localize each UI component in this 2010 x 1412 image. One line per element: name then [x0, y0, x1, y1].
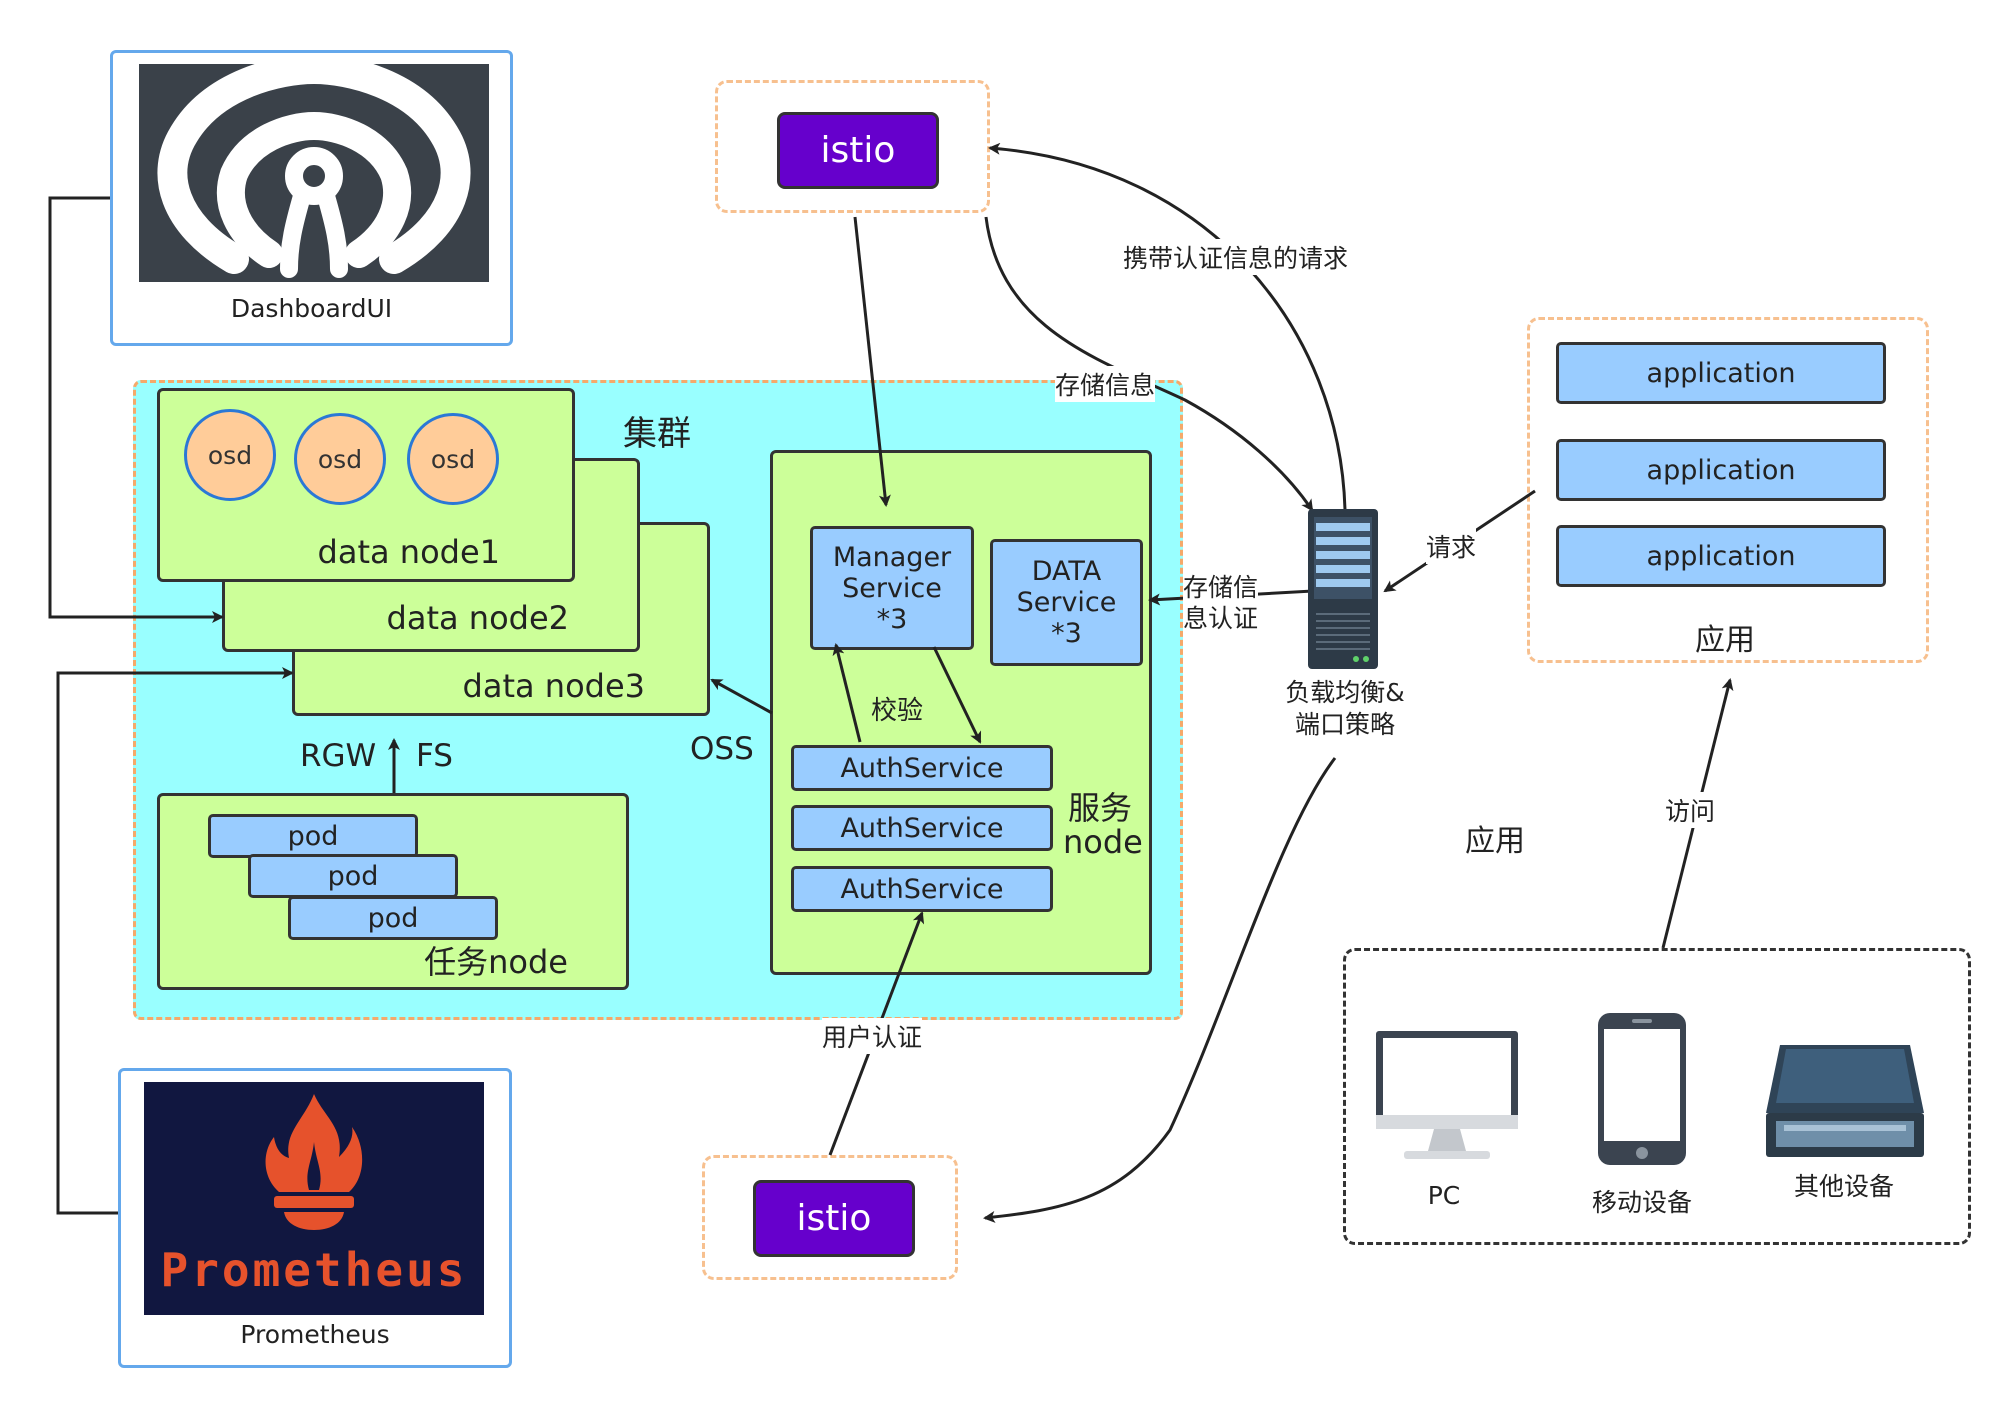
- edge-label-access: 访问: [1665, 792, 1716, 828]
- pod-3[interactable]: pod: [288, 896, 498, 940]
- edge-label-store-info: 存储信息: [1055, 366, 1156, 402]
- load-balancer-label-2: 端口策略: [1294, 710, 1395, 739]
- dashboard-card: DashboardUI: [110, 50, 513, 346]
- edge-label-store-auth-2: 息认证: [1183, 599, 1259, 635]
- pod-1[interactable]: pod: [208, 814, 418, 858]
- prometheus-flame-icon: [265, 1094, 363, 1230]
- auth-service-3[interactable]: AuthService: [791, 866, 1053, 912]
- manager-service-line1: Manager: [832, 541, 952, 573]
- server-rack-icon: [1306, 509, 1380, 669]
- data-node1-label: data node1: [317, 533, 500, 571]
- task-node-label: 任务node: [424, 943, 568, 981]
- device-label-mobile: 移动设备: [1591, 1188, 1692, 1217]
- cluster-title: 集群: [623, 414, 691, 454]
- istio-bottom-container: [702, 1155, 958, 1280]
- data-service-line1: DATA: [1031, 556, 1102, 587]
- verify-label: 校验: [871, 696, 924, 726]
- dashboard-caption: DashboardUI: [230, 294, 393, 323]
- applications-caption: 应用: [1695, 623, 1755, 658]
- load-balancer-label-1: 负载均衡&: [1285, 678, 1405, 707]
- fs-label: FS: [416, 738, 453, 774]
- prometheus-logo: Prometheus: [144, 1082, 484, 1315]
- floating-app-label: 应用: [1465, 824, 1525, 859]
- device-label-pc: PC: [1427, 1181, 1461, 1210]
- edge-label-user-auth: 用户认证: [822, 1018, 923, 1054]
- application-3[interactable]: application: [1556, 525, 1886, 587]
- prometheus-card: Prometheus Prometheus: [118, 1068, 512, 1368]
- pod-2[interactable]: pod: [248, 854, 458, 898]
- data-node3-label: data node3: [462, 667, 645, 705]
- manager-service[interactable]: Manager Service *3: [810, 526, 974, 650]
- data-node1[interactable]: osd osd osd data node1: [157, 388, 575, 582]
- istio-top[interactable]: istio: [777, 112, 939, 189]
- devices-container: PC 移动设备 其他设备: [1343, 948, 1971, 1245]
- data-service[interactable]: DATA Service *3: [990, 539, 1143, 666]
- osd-disk-3[interactable]: osd: [407, 413, 499, 505]
- osd-disk-2[interactable]: osd: [294, 413, 386, 505]
- prometheus-logo-text: Prometheus: [160, 1243, 468, 1297]
- osd-disk-1[interactable]: osd: [184, 409, 276, 501]
- prometheus-caption: Prometheus: [240, 1320, 390, 1349]
- edge-label-carry-auth-request: 携带认证信息的请求: [1123, 239, 1349, 275]
- manager-service-line3: *3: [876, 603, 908, 635]
- ceph-logo-icon: [139, 53, 489, 282]
- data-node2-label: data node2: [386, 599, 569, 637]
- data-service-line2: Service: [1016, 587, 1117, 618]
- smartphone-icon: [1596, 1011, 1688, 1167]
- task-node[interactable]: pod pod pod 任务node: [157, 793, 629, 990]
- auth-service-1[interactable]: AuthService: [791, 745, 1053, 791]
- service-node[interactable]: Manager Service *3 DATA Service *3 校验 Au…: [770, 450, 1152, 975]
- service-node-label-2: node: [1063, 823, 1143, 861]
- istio-bottom[interactable]: istio: [753, 1180, 915, 1257]
- device-label-other: 其他设备: [1793, 1172, 1894, 1201]
- oss-label: OSS: [690, 731, 754, 767]
- applications-container: application application application 应用: [1527, 317, 1929, 663]
- edge-label-request: 请求: [1426, 528, 1477, 564]
- application-1[interactable]: application: [1556, 342, 1886, 404]
- data-service-line3: *3: [1051, 618, 1082, 649]
- scanner-icon: [1764, 1043, 1928, 1161]
- manager-service-line2: Service: [842, 572, 942, 604]
- desktop-monitor-icon: [1374, 1029, 1520, 1169]
- application-2[interactable]: application: [1556, 439, 1886, 501]
- auth-service-2[interactable]: AuthService: [791, 805, 1053, 851]
- rgw-label: RGW: [300, 738, 377, 774]
